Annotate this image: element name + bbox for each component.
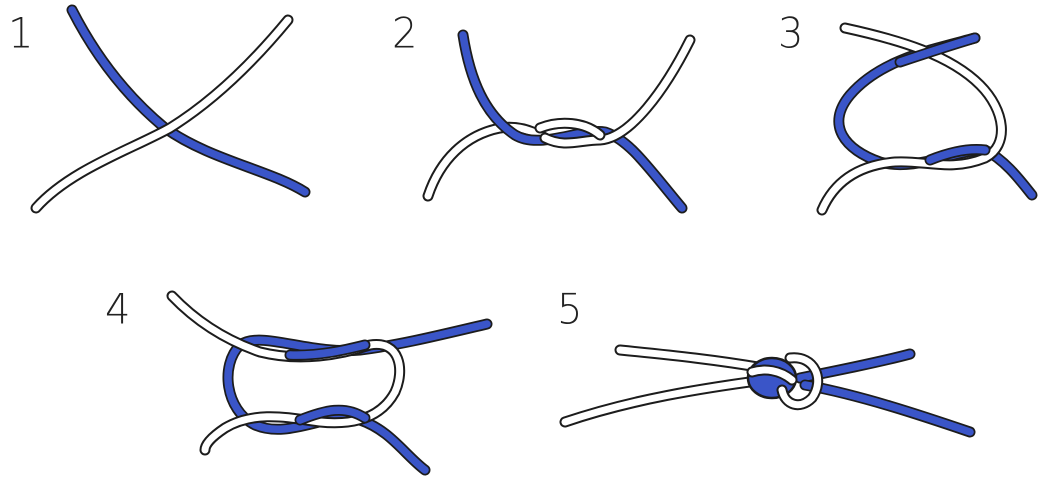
step-1-ropes bbox=[36, 10, 305, 208]
step-3-ropes bbox=[822, 28, 1032, 210]
step-2-ropes bbox=[428, 35, 690, 208]
step-5-ropes bbox=[565, 350, 970, 432]
step-4-ropes bbox=[172, 296, 487, 470]
